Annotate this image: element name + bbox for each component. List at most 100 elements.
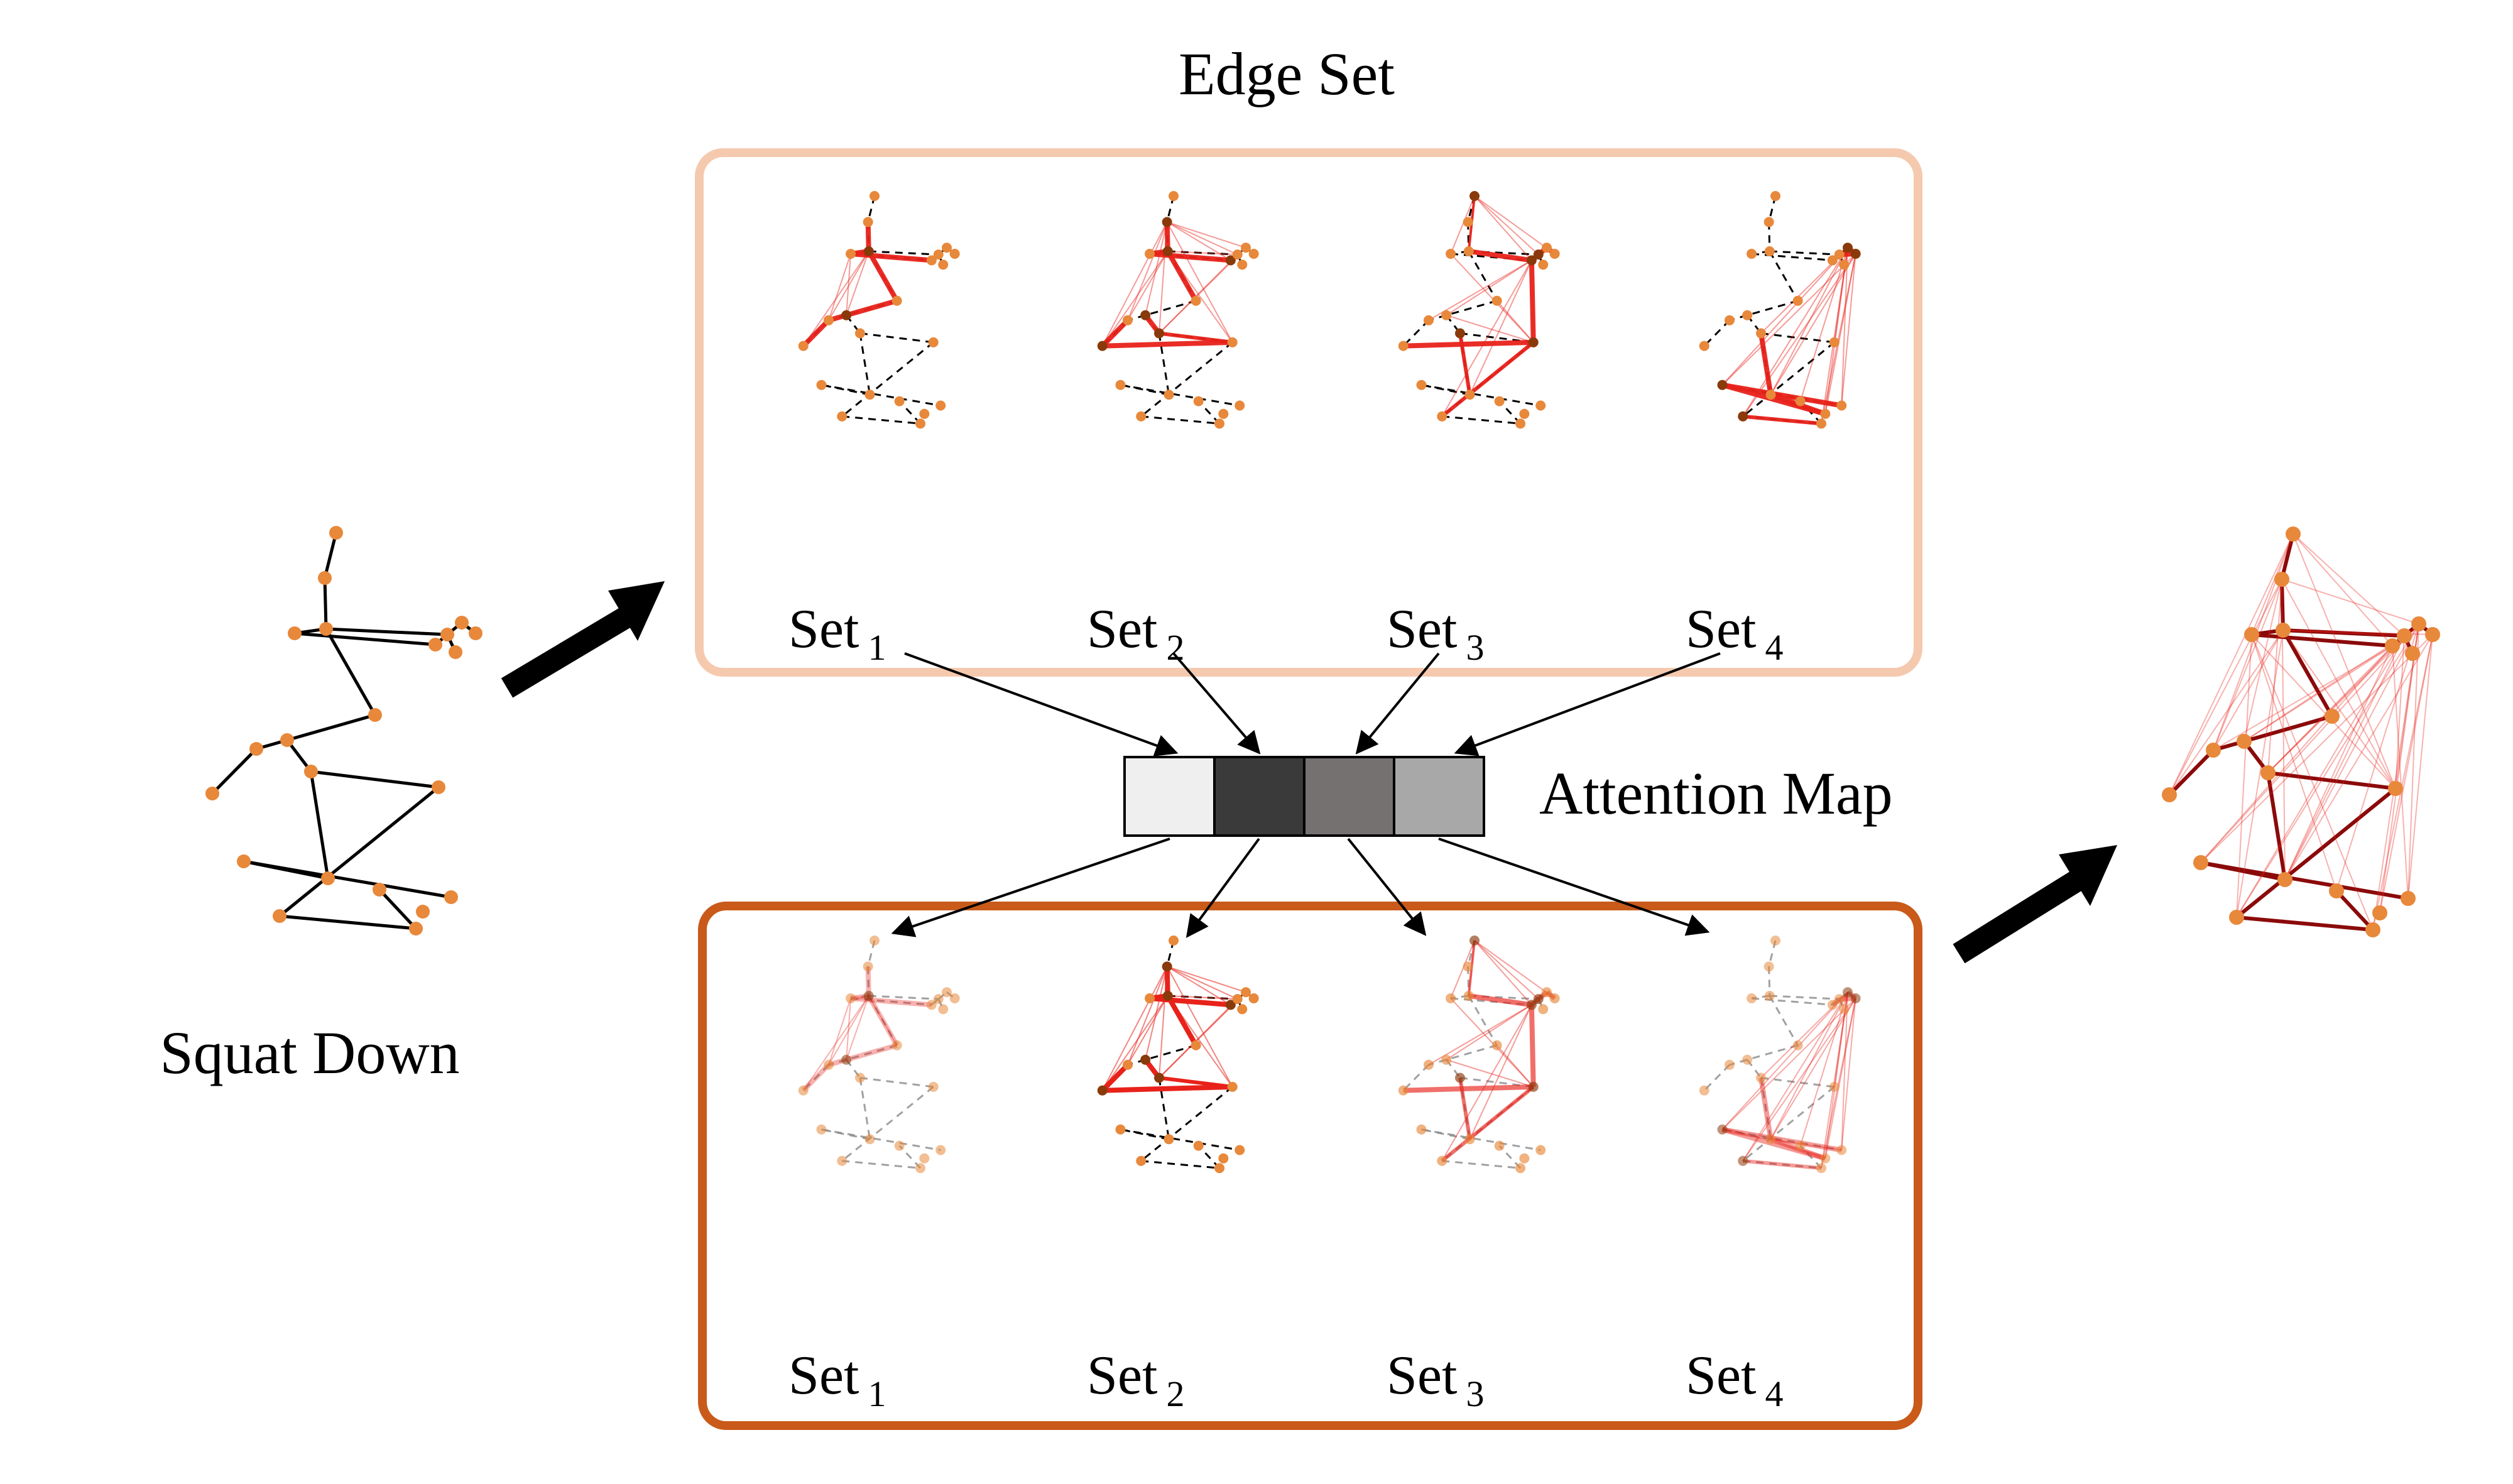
joint-dot xyxy=(1446,993,1456,1003)
attention-edge xyxy=(1158,254,1238,334)
edge-set-3-skeleton xyxy=(1398,191,1560,429)
joint-dot xyxy=(1770,191,1780,201)
attention-edge xyxy=(1101,995,1169,1091)
attention-edge xyxy=(828,253,851,321)
joint-dot xyxy=(409,922,423,936)
attention-edge xyxy=(1167,995,1238,1000)
attention-edge xyxy=(1821,248,1848,424)
attention-edge xyxy=(1469,342,1534,396)
attention-edge xyxy=(868,251,898,302)
joint-dot xyxy=(894,1140,905,1151)
joint-dot xyxy=(455,616,469,630)
joint-dot xyxy=(1535,1145,1546,1155)
skeleton-bone xyxy=(841,1086,934,1162)
joint-dot xyxy=(1756,1072,1766,1083)
joint-dot xyxy=(1763,961,1774,972)
attention-edge xyxy=(2372,623,2419,930)
attention-edge xyxy=(1450,253,1534,343)
skeleton-bone xyxy=(859,332,934,344)
attention-edge xyxy=(1127,966,1168,1066)
joint-dot xyxy=(1533,249,1544,260)
skeleton-bone xyxy=(1120,1128,1169,1140)
joint-dot xyxy=(1699,1085,1709,1096)
attention-edge xyxy=(1446,1004,1532,1061)
joint-dot xyxy=(1515,1163,1526,1174)
skeleton-bone xyxy=(850,997,932,1006)
skeleton-bone xyxy=(1446,1044,1498,1061)
attention-to-set-3-arrow xyxy=(1347,837,1427,936)
joint-dot xyxy=(919,1153,930,1164)
skeleton-bone xyxy=(323,577,328,630)
joint-dot xyxy=(1164,1134,1174,1145)
joint-dot xyxy=(1232,994,1243,1005)
attention-edge xyxy=(2282,630,2396,789)
attention-to-set-arrows xyxy=(891,837,1710,938)
attention-edge xyxy=(2213,579,2282,751)
attention-edge xyxy=(2236,630,2284,918)
joint-dot xyxy=(1756,328,1766,339)
joint-dot xyxy=(942,987,952,998)
joint-dot xyxy=(288,626,302,640)
joint-dot xyxy=(864,1134,875,1145)
attention-cell-3 xyxy=(1303,756,1395,837)
skeleton-bone xyxy=(1468,250,1539,256)
highlighted-edge xyxy=(1721,1127,1826,1161)
highlighted-edge xyxy=(1441,341,1535,418)
joint-dot xyxy=(915,1163,926,1174)
skeleton-bone xyxy=(1197,1145,1221,1169)
joint-dot xyxy=(1834,249,1845,260)
joint-dot xyxy=(928,1081,939,1092)
joint-dot xyxy=(1193,396,1204,406)
skeleton-bone xyxy=(1769,995,1840,1000)
attention-edge xyxy=(1770,394,1842,406)
skeleton-bone xyxy=(378,888,417,930)
joint-dot xyxy=(1136,411,1147,422)
joint-dot xyxy=(1770,936,1780,946)
skeleton-bone xyxy=(1742,341,1835,417)
joint-dot xyxy=(318,571,332,585)
attention-edge xyxy=(2372,634,2433,930)
joint-dot xyxy=(846,249,856,259)
attention-edge xyxy=(1441,259,1532,417)
attention-edge xyxy=(2284,623,2419,880)
attention-edge xyxy=(1474,940,1532,1006)
skeleton-bone xyxy=(309,771,330,879)
joint-dot xyxy=(368,708,382,722)
joint-dot xyxy=(869,191,880,201)
attention-edge xyxy=(1841,253,1856,406)
attention-to-set-2-arrow xyxy=(1186,837,1260,938)
skeleton-bone xyxy=(294,631,436,647)
skeleton-bone xyxy=(1468,995,1498,1046)
attention-edge xyxy=(2379,634,2433,914)
skeleton-bone xyxy=(1498,400,1522,425)
highlighted-edge xyxy=(1100,1062,1130,1093)
skeleton-bone xyxy=(821,384,870,396)
attention-map-label: Attention Map xyxy=(1539,760,1893,827)
joint-dot xyxy=(891,295,902,306)
joint-dot xyxy=(855,328,865,339)
attention-edge xyxy=(868,995,898,1046)
skeleton-bone xyxy=(2235,787,2397,919)
attention-edge xyxy=(2282,630,2405,636)
skeleton-bone xyxy=(868,995,898,1046)
joint-dot xyxy=(1816,418,1827,429)
attention-edge xyxy=(2379,623,2419,914)
joint-dot xyxy=(273,909,286,923)
joint-dot xyxy=(1764,990,1775,1001)
skeleton-bone xyxy=(211,748,258,795)
joint-dot xyxy=(2260,765,2276,780)
attention-cell-1 xyxy=(1123,756,1216,837)
joint-dot xyxy=(938,1004,949,1015)
skeleton-bone xyxy=(859,333,871,395)
joint-dot xyxy=(1235,400,1245,411)
skeleton-bone xyxy=(846,1044,898,1061)
attention-edge xyxy=(1127,251,1169,321)
highlighted-edge xyxy=(1529,1005,1536,1087)
skeleton-bone xyxy=(898,1145,922,1169)
joint-dot xyxy=(1214,418,1225,429)
skeleton-bone xyxy=(898,400,922,425)
joint-dot xyxy=(1829,1081,1840,1092)
